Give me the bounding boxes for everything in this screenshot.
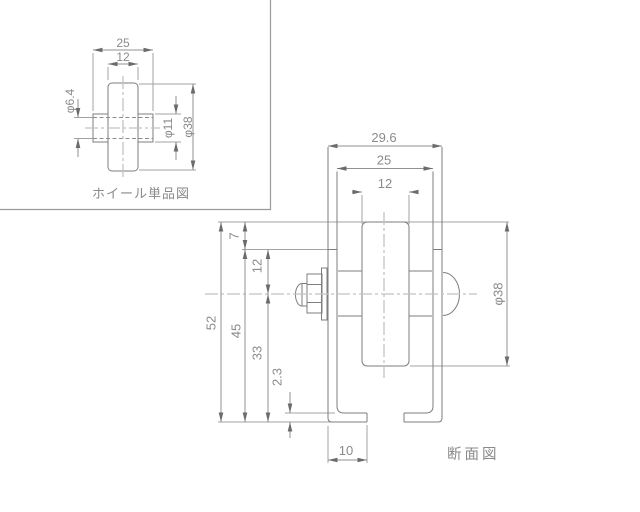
dim-wheel-hub-dia-label: φ11 xyxy=(161,118,175,139)
dim-wheel-tread-width: 12 xyxy=(107,50,139,80)
section-view-label: 断面図 xyxy=(447,446,500,463)
dim-frame-height-label: 45 xyxy=(229,324,244,338)
dim-section-wheel-dia: φ38 xyxy=(491,222,510,366)
dim-wheel-dia: φ38 xyxy=(139,83,196,171)
wheel-view-label: ホイール単品図 xyxy=(92,186,190,201)
wheel-part-view: 25 12 φ6.4 φ11 φ38 xyxy=(63,36,196,201)
dim-sheet-thickness: 2.3 xyxy=(270,368,293,438)
axle-bolt xyxy=(295,267,328,321)
dim-wheel-protrusion: 7 xyxy=(227,222,248,250)
dim-section-wheel-dia-label: φ38 xyxy=(491,283,506,306)
wheel-part-centerlines xyxy=(85,76,160,179)
dim-total-height-label: 52 xyxy=(204,316,219,330)
dim-sheet-thickness-label: 2.3 xyxy=(270,368,285,386)
dim-wheel-hub-dia: φ11 xyxy=(155,96,181,160)
dim-section-tread-width: 12 xyxy=(352,176,419,224)
section-centerlines xyxy=(205,212,477,378)
wheel-view-border xyxy=(0,0,272,211)
dim-flange-width: 10 xyxy=(327,425,368,463)
dim-wheel-hub-width: 25 xyxy=(92,36,154,111)
dim-flange-width-label: 10 xyxy=(339,443,353,458)
dim-total-height: 52 xyxy=(204,222,224,422)
dim-wheel-dia-label: φ38 xyxy=(181,116,195,137)
section-view: 29.6 25 12 7 12 52 xyxy=(204,130,510,463)
dim-section-hub-width-label: 25 xyxy=(377,153,391,168)
frame-right-wall xyxy=(403,147,443,423)
dim-wheel-hub-width-label: 25 xyxy=(116,36,130,50)
dim-wheel-bore: φ6.4 xyxy=(63,88,93,157)
frame-left-wall xyxy=(327,147,368,423)
dim-axle-center-height: 33 xyxy=(250,294,271,422)
dim-section-tread-width-label: 12 xyxy=(378,176,392,191)
dim-axle-center-height-label: 33 xyxy=(250,346,265,360)
dim-frame-outer-width-label: 29.6 xyxy=(371,130,396,145)
dim-wheel-protrusion-label: 7 xyxy=(227,232,242,239)
dim-section-hub-width: 25 xyxy=(337,153,433,171)
dim-frame-outer-width: 29.6 xyxy=(328,130,442,149)
dim-axle-depth-label: 12 xyxy=(250,259,265,273)
dim-wheel-bore-label: φ6.4 xyxy=(63,88,77,113)
dim-wheel-tread-width-label: 12 xyxy=(116,50,130,64)
dim-axle-depth: 12 xyxy=(250,249,271,294)
dim-frame-height: 45 xyxy=(229,249,248,422)
